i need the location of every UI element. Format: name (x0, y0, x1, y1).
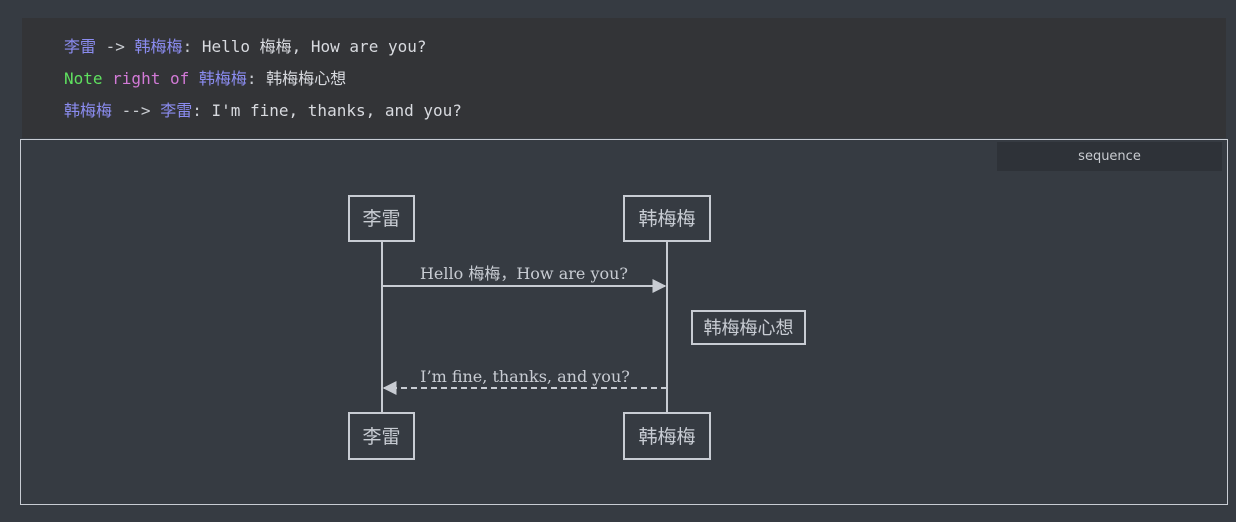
code-actor-from: 韩梅梅 (64, 101, 113, 120)
note-box: 韩梅梅心想 (691, 310, 806, 345)
message-label: I’m fine, thanks, and you? (420, 367, 630, 386)
actor-box-bottom-lilei: 李雷 (348, 412, 415, 460)
code-line-2: Note right of 韩梅梅: 韩梅梅心想 (64, 69, 346, 89)
code-arrow-dashed: --> (112, 101, 161, 120)
code-note-keyword: Note (64, 69, 103, 88)
code-arrow-solid: -> (96, 37, 135, 56)
code-actor-to: 韩梅梅 (134, 37, 183, 56)
actor-box-top-hanmeimei: 韩梅梅 (623, 195, 711, 242)
code-message-text: Hello 梅梅, How are you? (201, 37, 427, 56)
actor-label: 李雷 (362, 426, 400, 448)
code-separator: : (182, 37, 202, 56)
code-note-actor: 韩梅梅 (198, 69, 247, 88)
note-text: 韩梅梅心想 (704, 318, 794, 339)
language-badge: sequence (997, 142, 1222, 171)
code-separator: : (192, 101, 212, 120)
code-actor-from: 李雷 (64, 37, 97, 56)
code-note-text: 韩梅梅心想 (266, 69, 347, 88)
code-line-1: 李雷 -> 韩梅梅: Hello 梅梅, How are you? (64, 37, 427, 57)
code-block: 李雷 -> 韩梅梅: Hello 梅梅, How are you? Note r… (22, 18, 1226, 138)
actor-label: 韩梅梅 (638, 426, 695, 448)
code-right-of-keyword: right of (102, 69, 199, 88)
actor-box-top-lilei: 李雷 (348, 195, 415, 242)
code-line-3: 韩梅梅 --> 李雷: I'm fine, thanks, and you? (64, 101, 462, 121)
message-label: Hello 梅梅，How are you? (420, 264, 628, 283)
actor-label: 李雷 (362, 208, 400, 230)
code-actor-to: 李雷 (160, 101, 193, 120)
code-separator: : (246, 69, 267, 88)
actor-box-bottom-hanmeimei: 韩梅梅 (623, 412, 711, 460)
code-message-text: I'm fine, thanks, and you? (211, 101, 462, 120)
actor-label: 韩梅梅 (638, 208, 695, 230)
